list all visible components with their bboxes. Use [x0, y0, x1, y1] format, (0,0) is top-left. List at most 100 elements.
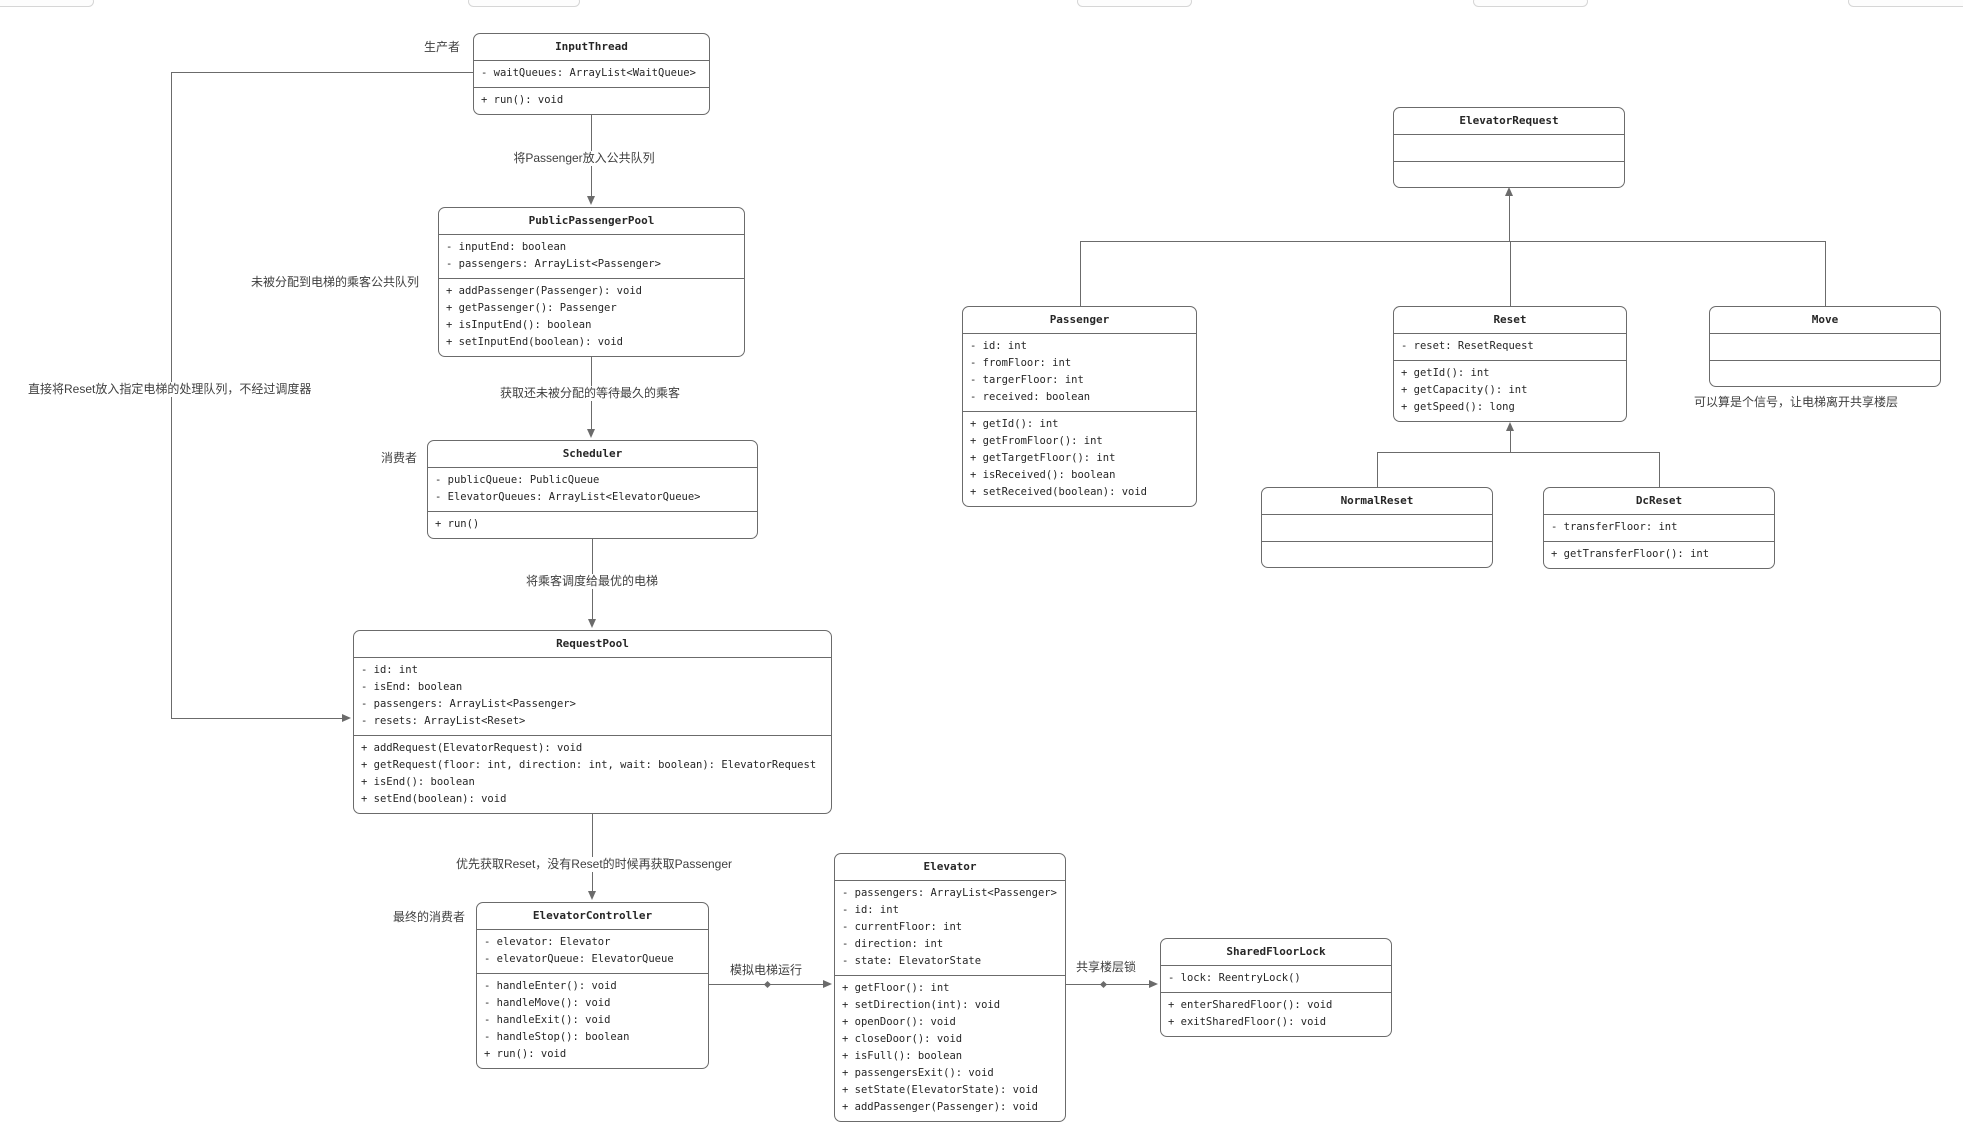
- member-line: + getTargetFloor(): int: [970, 452, 1116, 464]
- arrowhead-down-icon: [588, 891, 596, 900]
- class-title: RequestPool: [354, 631, 831, 658]
- member-line: - ElevatorQueues: ArrayList<ElevatorQueu…: [435, 491, 701, 503]
- class-methods: [1262, 541, 1492, 567]
- class-methods: + getId(): int + getCapacity(): int + getS…: [1394, 360, 1626, 421]
- window-artifact: [1473, 0, 1588, 7]
- member-line: - passengers: ArrayList<Passenger>: [361, 698, 576, 710]
- arrowhead-down-icon: [588, 619, 596, 628]
- class-inputthread[interactable]: InputThread - waitQueues: ArrayList<Wait…: [473, 33, 710, 115]
- class-reset[interactable]: Reset - reset: ResetRequest + getId(): i…: [1393, 306, 1627, 422]
- class-normalreset[interactable]: NormalReset: [1261, 487, 1493, 568]
- member-line: + getCapacity(): int: [1401, 384, 1528, 396]
- class-title: ElevatorRequest: [1394, 108, 1624, 135]
- edge-label: 将乘客调度给最优的电梯: [522, 574, 662, 589]
- member-line: + getPassenger(): Passenger: [446, 302, 617, 314]
- member-line: + setReceived(boolean): void: [970, 486, 1148, 498]
- member-line: - waitQueues: ArrayList<WaitQueue>: [481, 67, 696, 79]
- member-line: - lock: ReentryLock(): [1168, 972, 1301, 984]
- edge-line: [1825, 241, 1826, 306]
- edge-line: [1659, 452, 1660, 487]
- class-methods: + enterSharedFloor(): void + exitSharedFl…: [1161, 992, 1391, 1036]
- class-attributes: - id: int- fromFloor: int- targerFloor: …: [963, 334, 1196, 411]
- edge-label: 共享楼层锁: [1072, 960, 1140, 975]
- class-methods: + run(): void: [474, 87, 709, 114]
- member-line: + isEnd(): boolean: [361, 776, 475, 788]
- member-line: + exitSharedFloor(): void: [1168, 1016, 1327, 1028]
- member-line: + addPassenger(Passenger): void: [446, 285, 642, 297]
- class-elevatorrequest[interactable]: ElevatorRequest: [1393, 107, 1625, 188]
- member-line: + getId(): int: [1401, 367, 1490, 379]
- class-title: Elevator: [835, 854, 1065, 881]
- class-dcreset[interactable]: DcReset - transferFloor: int + getTransf…: [1543, 487, 1775, 569]
- window-artifact: [468, 0, 580, 7]
- class-methods: + addPassenger(Passenger): void + getPass…: [439, 278, 744, 356]
- class-scheduler[interactable]: Scheduler - publicQueue: PublicQueue- El…: [427, 440, 758, 539]
- arrowhead-down-icon: [587, 429, 595, 438]
- annotation-bypass-note: 直接将Reset放入指定电梯的处理队列，不经过调度器: [25, 382, 315, 397]
- annotation-pool-note: 未被分配到电梯的乘客公共队列: [251, 275, 420, 290]
- member-line: + getId(): int: [970, 418, 1059, 430]
- class-title: SharedFloorLock: [1161, 939, 1391, 966]
- class-title: DcReset: [1544, 488, 1774, 515]
- member-line: + getSpeed(): long: [1401, 401, 1515, 413]
- class-methods: [1710, 360, 1940, 386]
- member-line: - id: int: [842, 904, 899, 916]
- class-attributes: - transferFloor: int: [1544, 515, 1774, 541]
- annotation-producer: 生产者: [424, 40, 461, 55]
- class-requestpool[interactable]: RequestPool - id: int- isEnd: boolean- p…: [353, 630, 832, 814]
- member-line: + setInputEnd(boolean): void: [446, 336, 624, 348]
- member-line: + passengersExit(): void: [842, 1067, 994, 1079]
- class-title: NormalReset: [1262, 488, 1492, 515]
- edge-line: [1066, 984, 1150, 985]
- member-line: + openDoor(): void: [842, 1016, 956, 1028]
- member-line: - handleEnter(): void: [484, 980, 617, 992]
- member-line: + addRequest(ElevatorRequest): void: [361, 742, 583, 754]
- member-line: - reset: ResetRequest: [1401, 340, 1534, 352]
- member-line: + setDirection(int): void: [842, 999, 1001, 1011]
- annotation-consumer: 消费者: [381, 451, 418, 466]
- class-attributes: - publicQueue: PublicQueue - ElevatorQueu…: [428, 468, 757, 511]
- class-attributes: [1394, 135, 1624, 161]
- class-title: Reset: [1394, 307, 1626, 334]
- edge-label: 优先获取Reset，没有Reset的时候再获取Passenger: [452, 857, 736, 872]
- class-methods: + addRequest(ElevatorRequest): void+ get…: [354, 735, 831, 813]
- class-publicpassengerpool[interactable]: PublicPassengerPool - inputEnd: boolean-…: [438, 207, 745, 357]
- member-line: - elevatorQueue: ElevatorQueue: [484, 953, 674, 965]
- edge-line: [1510, 431, 1511, 452]
- member-line: + enterSharedFloor(): void: [1168, 999, 1333, 1011]
- class-elevatorcontroller[interactable]: ElevatorController - elevator: Elevator-…: [476, 902, 709, 1069]
- edge-label: 获取还未被分配的等待最久的乘客: [496, 386, 684, 401]
- member-line: + closeDoor(): void: [842, 1033, 963, 1045]
- member-line: + isFull(): boolean: [842, 1050, 963, 1062]
- class-title: Move: [1710, 307, 1940, 334]
- member-line: - publicQueue: PublicQueue: [435, 474, 600, 486]
- member-line: - passengers: ArrayList<Passenger>: [446, 258, 661, 270]
- member-line: - id: int: [970, 340, 1027, 352]
- member-line: - transferFloor: int: [1551, 521, 1678, 533]
- class-methods: - handleEnter(): void - handleMove(): voi…: [477, 973, 708, 1068]
- class-attributes: - elevator: Elevator - elevatorQueue: Ele…: [477, 930, 708, 973]
- member-line: + setEnd(boolean): void: [361, 793, 507, 805]
- class-passenger[interactable]: Passenger - id: int- fromFloor: int- tar…: [962, 306, 1197, 507]
- arrowhead-right-icon: [342, 714, 351, 722]
- arrowhead-right-icon: [1149, 980, 1158, 988]
- class-methods: [1394, 161, 1624, 187]
- class-move[interactable]: Move: [1709, 306, 1941, 387]
- edge-waypoint-dot: [1099, 980, 1108, 989]
- edge-line: [1509, 196, 1510, 241]
- member-line: - handleMove(): void: [484, 997, 611, 1009]
- member-line: - currentFloor: int: [842, 921, 963, 933]
- class-methods: + getTransferFloor(): int: [1544, 541, 1774, 568]
- class-sharedfloorlock[interactable]: SharedFloorLock - lock: ReentryLock() + …: [1160, 938, 1392, 1037]
- member-line: - direction: int: [842, 938, 944, 950]
- member-line: + setState(ElevatorState): void: [842, 1084, 1038, 1096]
- member-line: - elevator: Elevator: [484, 936, 611, 948]
- edge-waypoint-dot: [763, 980, 772, 989]
- member-line: + run(): void: [484, 1048, 567, 1060]
- class-attributes: - waitQueues: ArrayList<WaitQueue>: [474, 61, 709, 87]
- class-elevator[interactable]: Elevator - passengers: ArrayList<Passeng…: [834, 853, 1066, 1122]
- class-methods: + run(): [428, 511, 757, 538]
- member-line: - handleStop(): boolean: [484, 1031, 630, 1043]
- edge-line: [1510, 241, 1511, 306]
